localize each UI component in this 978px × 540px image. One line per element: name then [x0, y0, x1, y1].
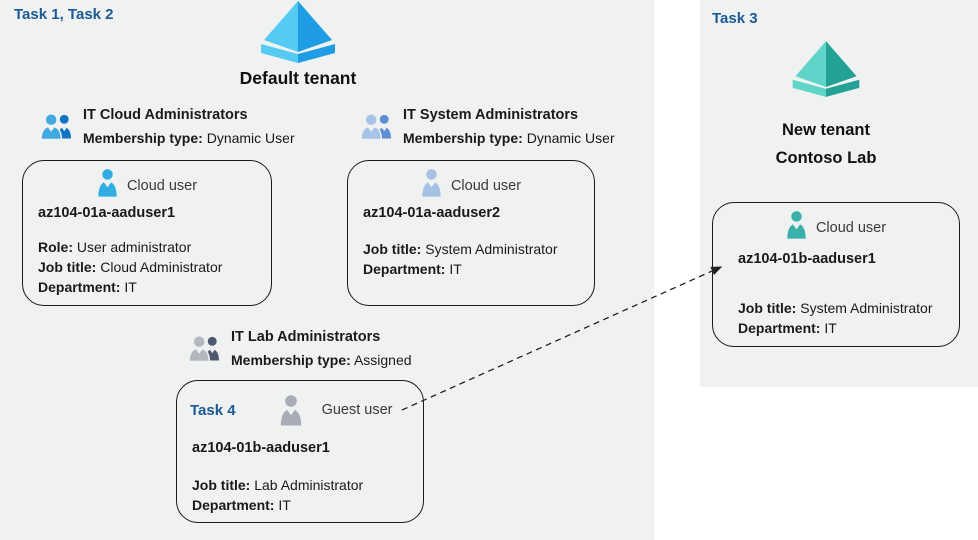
membership-value: Assigned — [353, 352, 412, 368]
field-label: Job title: — [38, 259, 97, 275]
task-4-label: Task 4 — [190, 401, 236, 419]
group-membership: Membership type: Assigned — [231, 349, 412, 372]
username: az104-01a-aaduser2 — [363, 205, 501, 221]
user-type-label: Guest user — [321, 402, 393, 418]
group-title: IT System Administrators — [403, 107, 579, 123]
cloud-user-icon — [98, 169, 117, 197]
new-tenant-line2: Contoso Lab — [775, 149, 877, 167]
task-1-2-label: Task 1, Task 2 — [14, 6, 114, 23]
field-value: Cloud Administrator — [100, 259, 223, 275]
group-membership: Membership type: Dynamic User — [403, 127, 615, 150]
group-title: IT Lab Administrators — [231, 329, 381, 345]
new-tenant-line1: New tenant — [781, 121, 870, 139]
membership-value: Dynamic User — [206, 130, 295, 146]
field-value: IT — [449, 261, 462, 277]
azure-tenant-icon — [261, 1, 335, 63]
user-fields: Role: User administrator Job title: Clou… — [38, 237, 271, 297]
guest-user-card-aaduser1: Task 4 Guest user az104-01b-aaduser1 Job… — [176, 380, 424, 523]
membership-label: Membership type: — [403, 130, 523, 146]
field-value: IT — [124, 279, 137, 295]
user-group-icon — [188, 334, 220, 362]
field-department: Department: IT — [192, 495, 423, 515]
group-it-system-administrators: IT System Administrators Membership type… — [360, 104, 615, 150]
card-header: Task 4 Guest user — [177, 381, 423, 427]
field-label: Job title: — [738, 300, 797, 316]
new-tenant-title: New tenant Contoso Lab — [736, 116, 916, 172]
group-it-lab-administrators: IT Lab Administrators Membership type: A… — [188, 326, 412, 372]
task-3-label: Task 3 — [712, 10, 758, 27]
cloud-user-icon — [422, 169, 441, 197]
card-header: Cloud user — [713, 203, 959, 239]
membership-value: Dynamic User — [526, 130, 615, 146]
user-card-aaduser2: Cloud user az104-01a-aaduser2 Job title:… — [347, 160, 595, 306]
field-label: Role: — [38, 239, 73, 255]
field-value: System Administrator — [425, 241, 558, 257]
field-label: Department: — [38, 279, 121, 295]
field-value: IT — [278, 497, 291, 513]
username: az104-01a-aaduser1 — [38, 205, 176, 221]
field-role: Role: User administrator — [38, 237, 271, 257]
field-job-title: Job title: Lab Administrator — [192, 475, 423, 495]
user-group-icon — [40, 112, 72, 140]
field-label: Department: — [738, 320, 821, 336]
user-group-icon — [360, 112, 392, 140]
azure-tenant-icon-new — [792, 41, 860, 97]
field-job-title: Job title: System Administrator — [738, 298, 959, 318]
user-type-label: Cloud user — [450, 178, 522, 194]
user-type-label: Cloud user — [126, 178, 198, 194]
field-value: IT — [824, 320, 837, 336]
default-tenant-title: Default tenant — [239, 68, 357, 88]
guest-user-icon — [280, 394, 301, 426]
user-card-aaduser1-new-tenant: Cloud user az104-01b-aaduser1 Job title:… — [712, 202, 960, 347]
field-job-title: Job title: System Administrator — [363, 239, 594, 259]
username: az104-01b-aaduser1 — [192, 440, 330, 456]
username: az104-01b-aaduser1 — [738, 251, 876, 267]
group-membership: Membership type: Dynamic User — [83, 127, 295, 150]
card-header: Cloud user — [348, 161, 594, 197]
field-job-title: Job title: Cloud Administrator — [38, 257, 271, 277]
field-value: System Administrator — [800, 300, 933, 316]
field-department: Department: IT — [38, 277, 271, 297]
user-fields: Job title: System Administrator Departme… — [363, 239, 594, 279]
field-department: Department: IT — [738, 318, 959, 338]
membership-label: Membership type: — [83, 130, 203, 146]
field-label: Department: — [363, 261, 446, 277]
field-label: Job title: — [363, 241, 422, 257]
field-department: Department: IT — [363, 259, 594, 279]
field-value: Lab Administrator — [254, 477, 364, 493]
user-type-label: Cloud user — [815, 220, 887, 236]
user-fields: Job title: System Administrator Departme… — [738, 298, 959, 338]
field-label: Department: — [192, 497, 275, 513]
user-fields: Job title: Lab Administrator Department:… — [192, 475, 423, 515]
card-header: Cloud user — [23, 161, 271, 197]
group-it-cloud-administrators: IT Cloud Administrators Membership type:… — [40, 104, 295, 150]
field-value: User administrator — [76, 239, 192, 255]
cloud-user-icon — [787, 211, 806, 239]
membership-label: Membership type: — [231, 352, 351, 368]
field-label: Job title: — [192, 477, 251, 493]
group-title: IT Cloud Administrators — [83, 107, 248, 123]
user-card-aaduser1: Cloud user az104-01a-aaduser1 Role: User… — [22, 160, 272, 306]
